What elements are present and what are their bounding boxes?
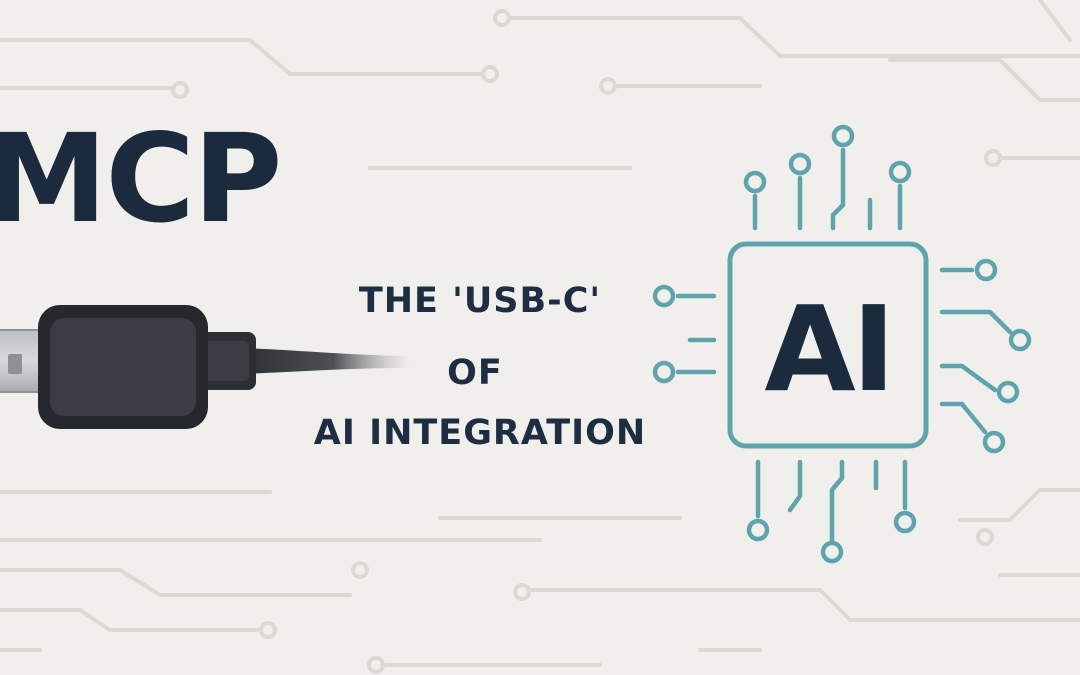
page-title: MCP	[0, 108, 282, 250]
chip-label: AI	[764, 280, 895, 418]
usb-c-plug-icon	[0, 305, 410, 429]
tagline-line-2: OF	[447, 353, 503, 393]
tagline-line-3: AI INTEGRATION	[313, 413, 647, 453]
ai-chip-icon	[652, 124, 1032, 564]
tagline-line-1: THE 'USB-C'	[358, 281, 602, 321]
